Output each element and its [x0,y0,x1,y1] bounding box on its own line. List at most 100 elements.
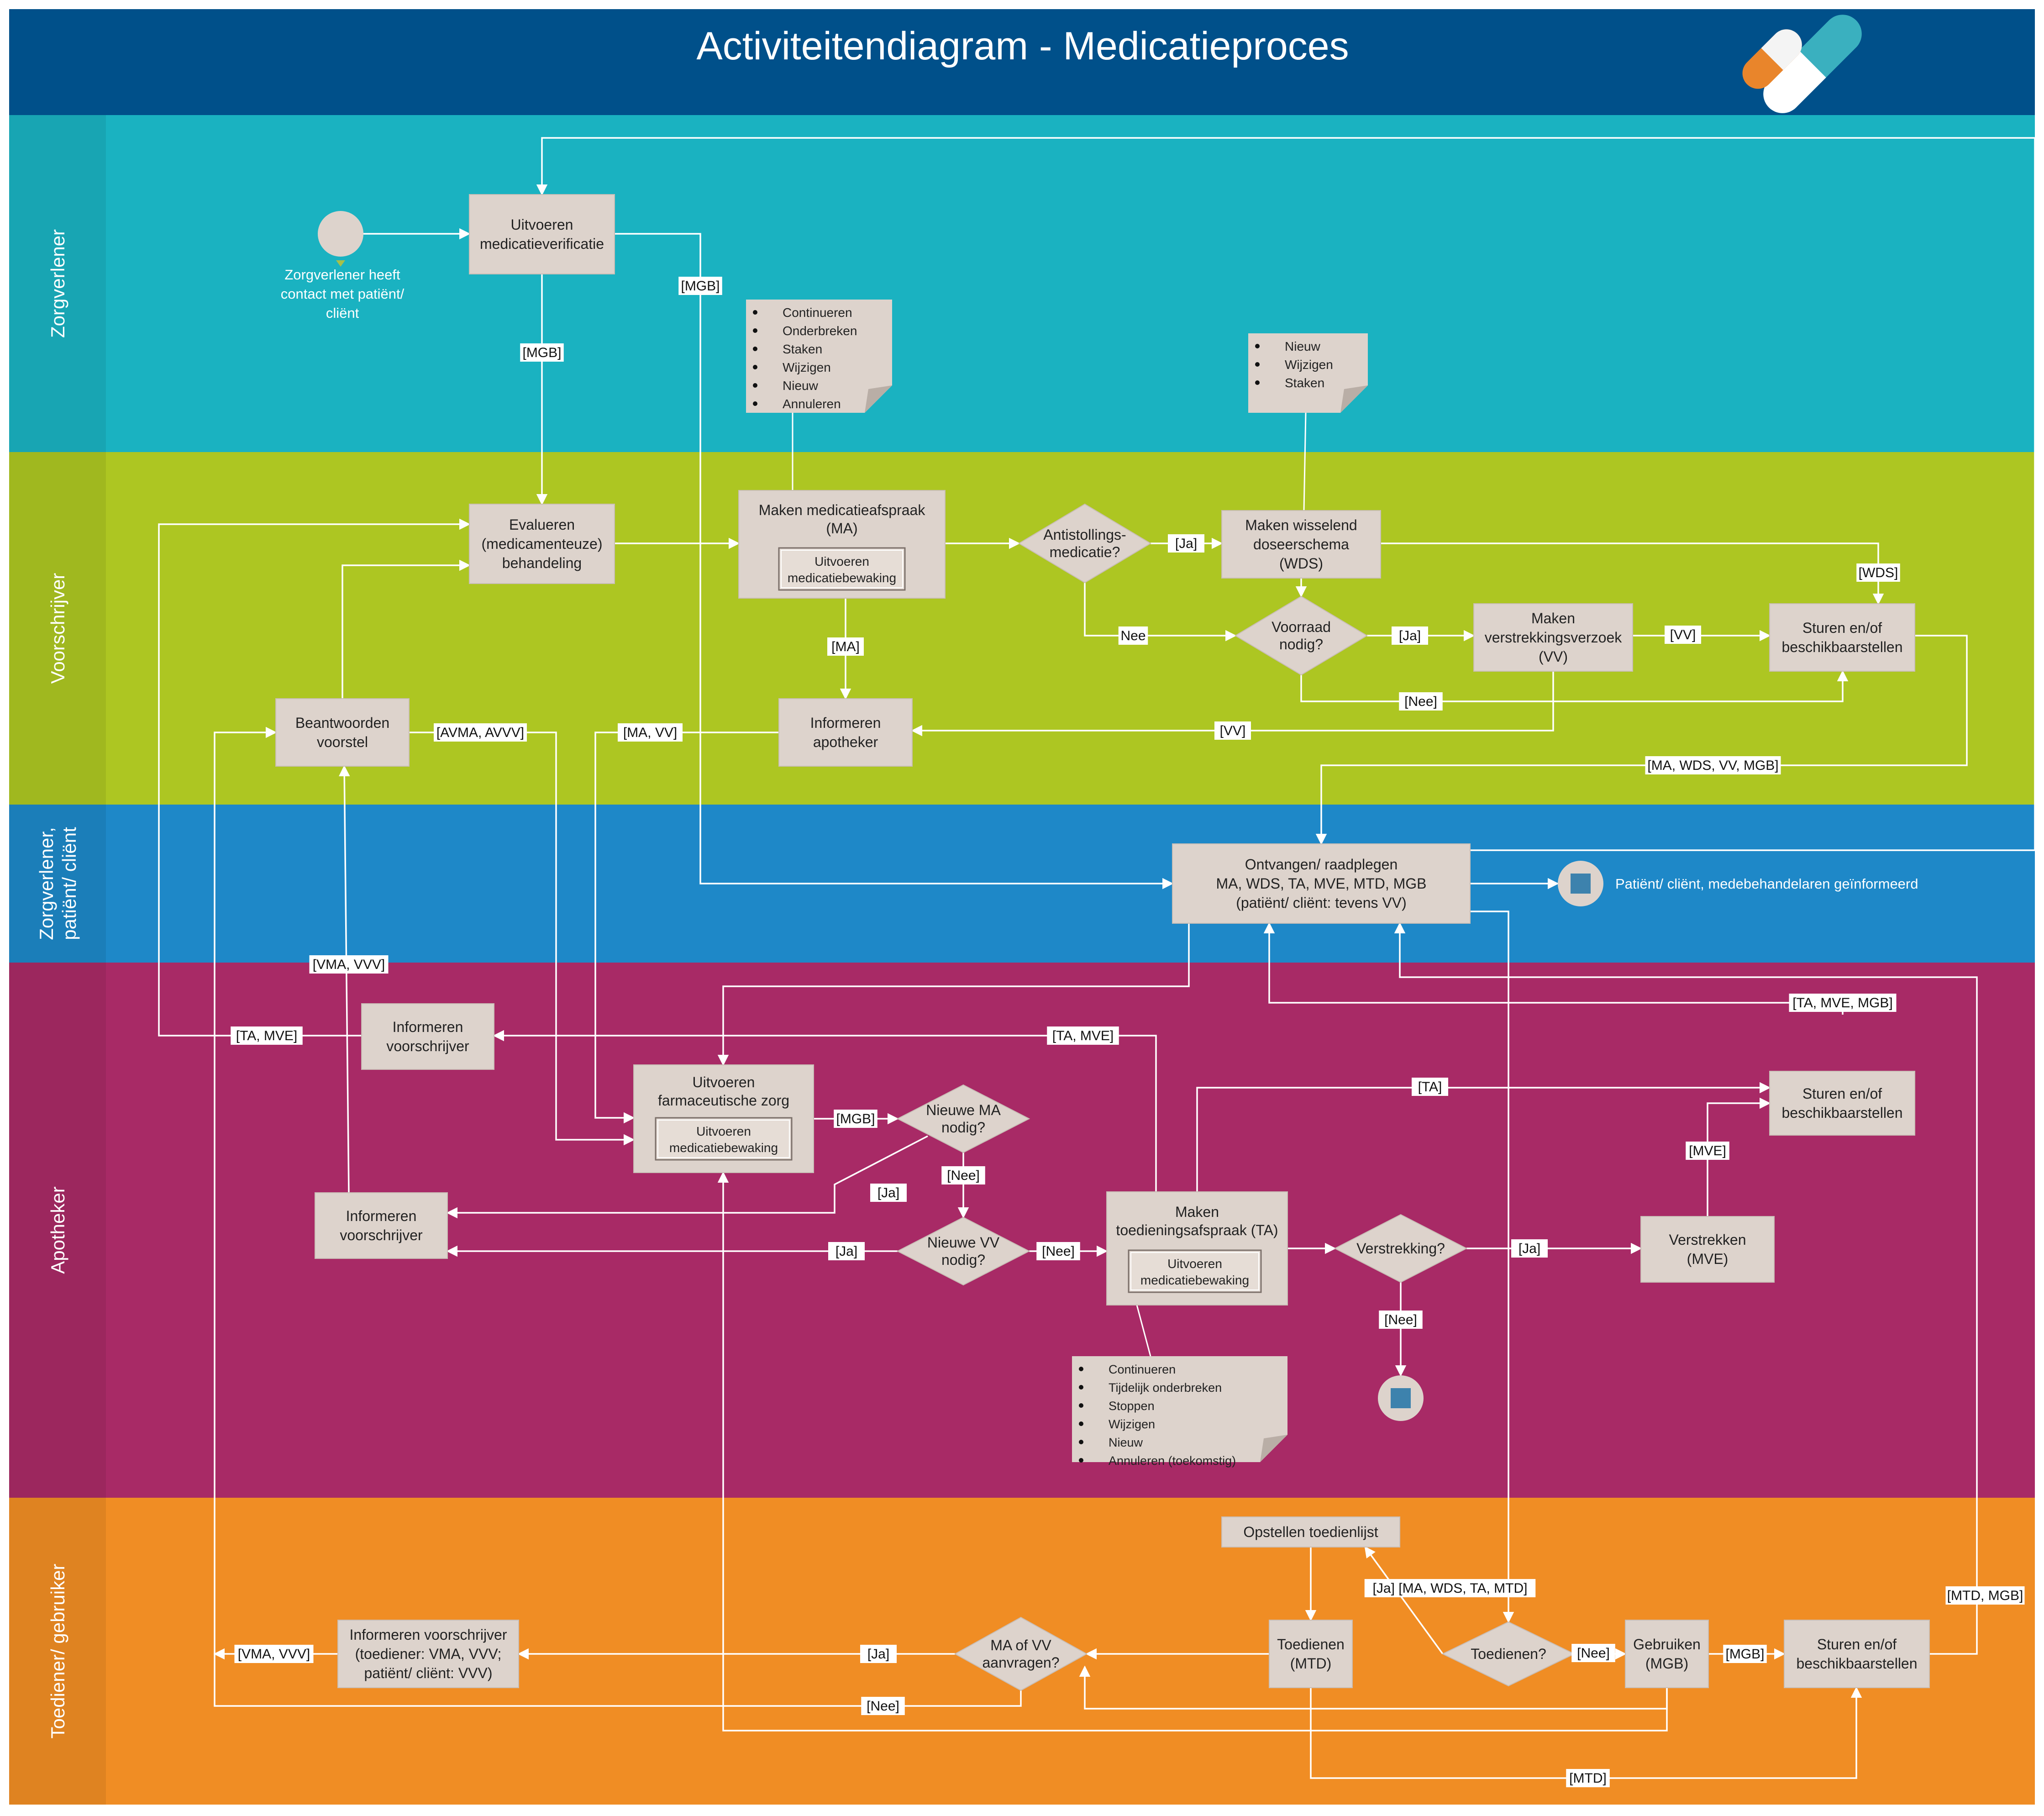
note-item: Nieuw [1109,1436,1143,1449]
note-item: Wijzigen [783,360,831,374]
decision-diamond [1441,1621,1576,1687]
guard-label-bg [1047,1026,1119,1045]
action-label: (MTD) [1290,1655,1332,1672]
sub-activity-box [655,1117,793,1161]
lane-label-toediener: Toediener/ gebruiker [47,1564,68,1739]
action-label: (toediener: VMA, VVV; [355,1646,502,1662]
action-box [1172,843,1471,924]
decision-label: Voorraad [1272,619,1331,635]
action-label: beschikbaarstellen [1781,639,1902,655]
edge-maken_wds-to-sturen_v [1381,542,1884,605]
bullet [753,401,757,406]
guard-label: [MGB] [1725,1647,1764,1662]
node-toedienen_q: Toedienen? [1441,1621,1576,1687]
lane-header-voorschrijver [9,452,106,805]
sub-activity-label: medicatiebewaking [669,1141,778,1155]
guard-label: [TA, MVE] [236,1028,297,1043]
node-opstellen: Opstellen toedienlijst [1221,1516,1400,1548]
action-label: (MGB) [1645,1655,1688,1672]
decision-label: nodig? [1279,636,1323,653]
note-item: Wijzigen [1109,1417,1155,1431]
guard-label-bg [1665,626,1701,644]
decision-label: Nieuwe MA [926,1102,1001,1118]
guard-label-bg [941,1166,985,1184]
guard-labels: [MGB][MGB][MA][Ja]Nee[WDS][Ja][Nee][VV][… [231,277,2025,1787]
node-antistolling: Antistollings-medicatie? [1018,503,1151,584]
action-label: toedieningsafspraak (TA) [1116,1222,1278,1238]
guard-label-bg [870,1184,907,1202]
guard-label: [Nee] [1042,1244,1075,1259]
node-evalueren: Evalueren(medicamenteuze)behandeling [469,504,615,584]
sub-activity-label: Uitvoeren [1167,1257,1222,1271]
note-body [746,300,892,413]
action-label: (MA) [826,520,857,537]
action-box [1769,603,1915,672]
action-label: (medicamenteuze) [482,536,603,552]
guard-label-bg [678,277,722,295]
guard-label: [MGB] [681,279,720,294]
guard-label-bg [618,723,683,742]
note-item: Staken [783,342,822,356]
action-label: Uitvoeren [511,216,573,233]
action-label: Maken [1175,1204,1219,1220]
decision-label: nodig? [941,1119,985,1136]
edge-ontvangen-to-uitv_farm [717,923,1190,1066]
decision-diamond [896,1216,1030,1286]
guard-label: [Nee] [1384,1312,1417,1327]
node-gebruiken: Gebruiken(MGB) [1625,1620,1709,1688]
node-end2 [1378,1375,1424,1421]
guard-label-bg [861,1697,905,1715]
note-body [1072,1356,1287,1462]
edge-toedienen_q-to-opstellen [1364,1546,1444,1655]
node-maken_ma: Maken medicatieafspraak(MA)Uitvoerenmedi… [738,490,946,599]
decision-diamond [1235,595,1368,676]
guard-label: [Nee] [867,1699,899,1714]
edge-verstrekken-to-sturen_a [1707,1097,1771,1216]
lane-header-toediener [9,1498,106,1805]
action-label: voorschrijver [386,1038,469,1054]
end-marker [1571,874,1591,894]
note-item: Annuleren (toekomstig) [1109,1454,1236,1468]
action-label: (WDS) [1279,555,1323,572]
guard-label: [MGB] [836,1111,875,1126]
action-box [315,1192,448,1259]
action-label: beschikbaarstellen [1796,1655,1917,1672]
guard-label-bg [309,955,389,974]
bullet [753,310,757,315]
sub-activity-box [1128,1249,1262,1293]
action-label: Beantwoorden [295,715,389,731]
action-label: Maken wisselend [1245,517,1357,533]
node-end1 [1558,861,1603,906]
decision-label: Antistollings- [1043,526,1126,543]
guard-label: [Ja] [1399,628,1421,643]
edge-nieuwe_ma-to-inform_vs2 [446,1135,928,1219]
action-label: MA, WDS, TA, MVE, MTD, MGB [1216,875,1426,892]
sub-activity-inner [1130,1252,1259,1290]
bullet [753,383,757,388]
node-inform_vs3: Informeren voorschrijver(toediener: VMA,… [337,1620,519,1688]
bullet [1079,1367,1083,1371]
note-item: Nieuw [783,379,819,393]
guard-label-bg [860,1645,897,1663]
action-label: (VV) [1539,648,1568,665]
guard-label-bg [234,1645,314,1663]
action-label: behandeling [502,555,582,571]
note-body [1248,333,1368,413]
guard-label-bg [1214,721,1251,740]
edge-sturen_v-to-ontvangen [1315,635,1968,845]
guard-label: [VV] [1220,723,1246,738]
header-bar [9,9,2035,115]
